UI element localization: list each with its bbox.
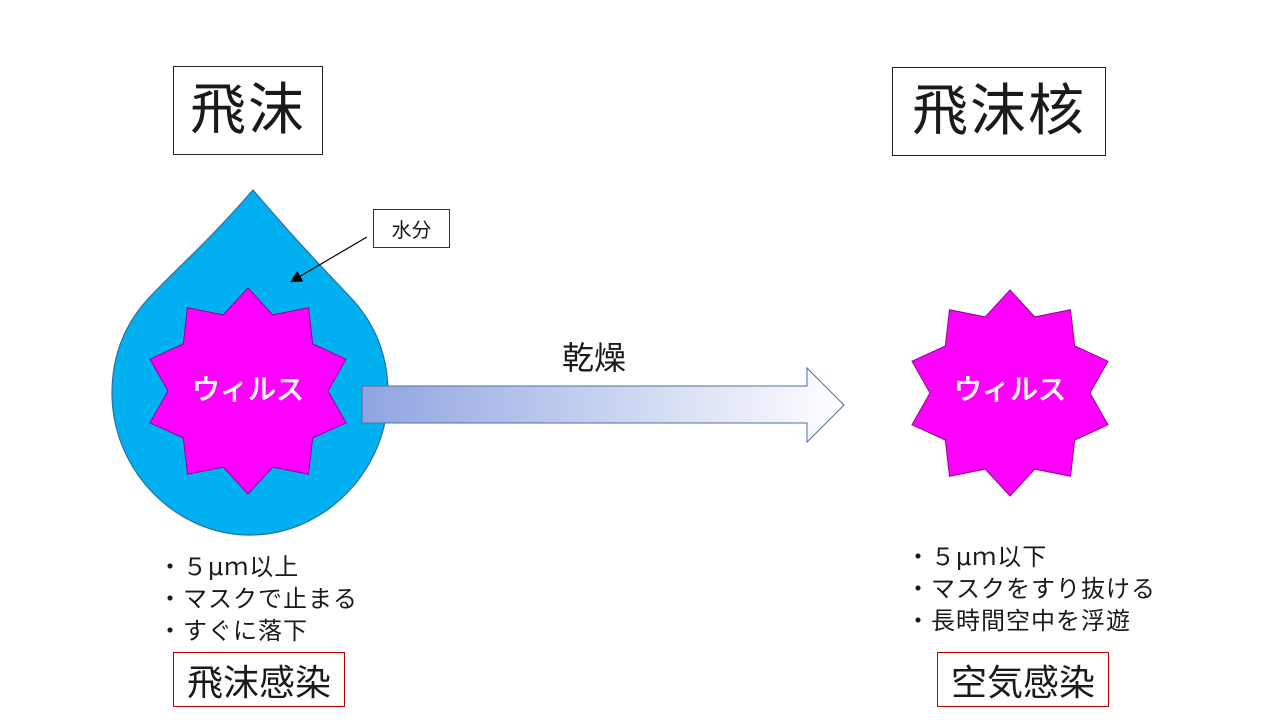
droplet-nucleus-title-text: 飛沫核 bbox=[912, 78, 1086, 144]
drying-label: 乾燥 bbox=[562, 333, 626, 379]
water-label-text: 水分 bbox=[391, 218, 432, 242]
right-virus-shape bbox=[911, 289, 1109, 497]
right-virus-label: ウィルス bbox=[954, 373, 1066, 406]
drying-arrow bbox=[361, 366, 845, 444]
nucleus-properties: ・５μｍ以下 ・マスクをすり抜ける ・長時間空中を浮遊 bbox=[906, 541, 1156, 637]
droplet-property-item: ・すぐに落下 bbox=[158, 617, 308, 645]
left-virus-label: ウィルス bbox=[192, 373, 304, 406]
airborne-infection-caption: 空気感染 bbox=[937, 652, 1109, 707]
left-virus-shape bbox=[149, 287, 347, 495]
droplet-nucleus-title: 飛沫核 bbox=[892, 67, 1106, 156]
nucleus-property-item: ・長時間空中を浮遊 bbox=[906, 607, 1131, 635]
water-pointer-arrow bbox=[289, 236, 368, 283]
droplet-property-item: ・５μｍ以上 bbox=[158, 553, 300, 581]
airborne-infection-text: 空気感染 bbox=[950, 662, 1095, 704]
nucleus-property-item: ・マスクをすり抜ける bbox=[906, 575, 1156, 603]
droplet-properties: ・５μｍ以上 ・マスクで止まる ・すぐに落下 bbox=[158, 551, 358, 647]
droplet-title-text: 飛沫 bbox=[190, 77, 306, 143]
droplet-property-item: ・マスクで止まる bbox=[158, 585, 358, 613]
droplet-title: 飛沫 bbox=[173, 66, 323, 155]
nucleus-property-item: ・５μｍ以下 bbox=[906, 543, 1048, 571]
droplet-infection-text: 飛沫感染 bbox=[186, 662, 331, 704]
drying-label-text: 乾燥 bbox=[562, 339, 627, 377]
water-label: 水分 bbox=[373, 209, 450, 248]
droplet-infection-caption: 飛沫感染 bbox=[173, 652, 345, 707]
